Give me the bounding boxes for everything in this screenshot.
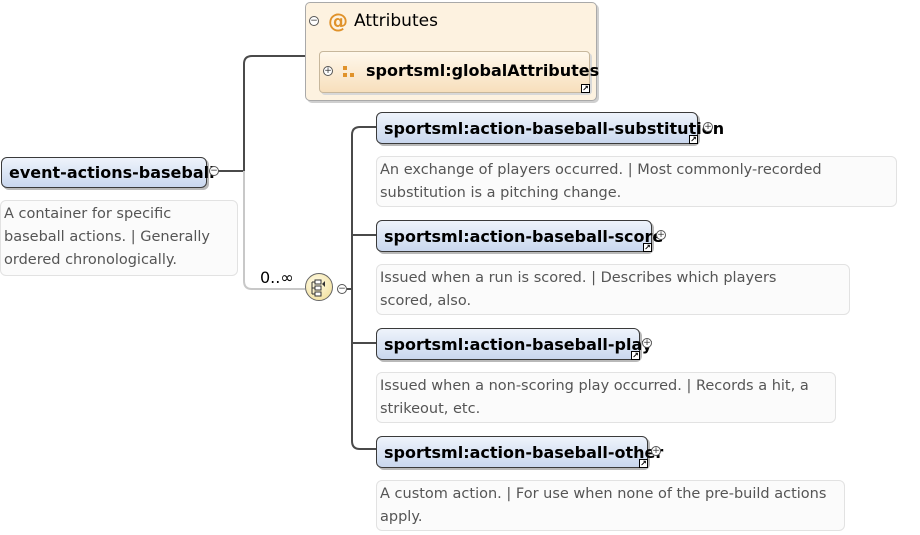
root-element-doc: A container for specific baseball action… <box>0 200 238 276</box>
attribute-group-icon <box>343 66 354 77</box>
attributes-panel: − @ Attributes + sportsml:globalAttribut… <box>305 2 599 101</box>
sequence-collapse-toggle[interactable]: − <box>337 284 347 294</box>
child-element-doc-other: A custom action. | For use when none of … <box>376 480 845 531</box>
attribute-group-label: sportsml:globalAttributes <box>366 61 600 80</box>
child-expand-toggle-substitution[interactable]: + <box>703 122 713 132</box>
child-expand-toggle-play[interactable]: + <box>642 338 652 348</box>
child-element-label: sportsml:action-baseball-score <box>384 226 664 246</box>
cardinality-label: 0..∞ <box>260 268 294 287</box>
root-element-node[interactable]: event-actions-baseball <box>1 157 215 188</box>
reference-arrow-icon: ↗ <box>689 135 698 144</box>
child-element-doc-score: Issued when a run is scored. | Describes… <box>376 264 850 315</box>
child-expand-toggle-score[interactable]: + <box>656 230 666 240</box>
root-to-attributes-line <box>218 55 305 172</box>
reference-arrow-icon: ↗ <box>581 84 590 93</box>
child-element-label: sportsml:action-baseball-substitution <box>384 118 725 138</box>
sequence-icon <box>311 279 325 297</box>
child-element-doc-substitution: An exchange of players occurred. | Most … <box>376 156 897 207</box>
sequence-trunk-line <box>351 126 376 450</box>
child-element-node-other[interactable]: sportsml:action-baseball-other ↗ <box>376 436 663 468</box>
attribute-group-expand-toggle[interactable]: + <box>323 66 333 76</box>
child-element-doc-play: Issued when a non-scoring play occurred.… <box>376 372 836 423</box>
child-element-node-score[interactable]: sportsml:action-baseball-score ↗ <box>376 220 663 252</box>
attribute-group-node[interactable]: + sportsml:globalAttributes ↗ <box>319 51 599 93</box>
child-element-label: sportsml:action-baseball-play <box>384 334 653 354</box>
child-expand-toggle-other[interactable]: + <box>651 446 661 456</box>
root-collapse-toggle[interactable]: − <box>209 166 219 176</box>
child-element-node-substitution[interactable]: sportsml:action-baseball-substitution ↗ <box>376 112 724 144</box>
root-to-sequence-line <box>243 171 305 290</box>
at-sign-icon: @ <box>328 9 348 33</box>
attributes-title: Attributes <box>354 11 438 31</box>
child-element-node-play[interactable]: sportsml:action-baseball-play ↗ <box>376 328 652 360</box>
reference-arrow-icon: ↗ <box>643 243 652 252</box>
reference-arrow-icon: ↗ <box>631 351 640 360</box>
attributes-collapse-toggle[interactable]: − <box>309 16 319 26</box>
child-element-label: sportsml:action-baseball-other <box>384 442 664 462</box>
reference-arrow-icon: ↗ <box>639 459 648 468</box>
sequence-compositor-icon[interactable] <box>305 273 333 301</box>
root-element-label: event-actions-baseball <box>9 163 215 182</box>
